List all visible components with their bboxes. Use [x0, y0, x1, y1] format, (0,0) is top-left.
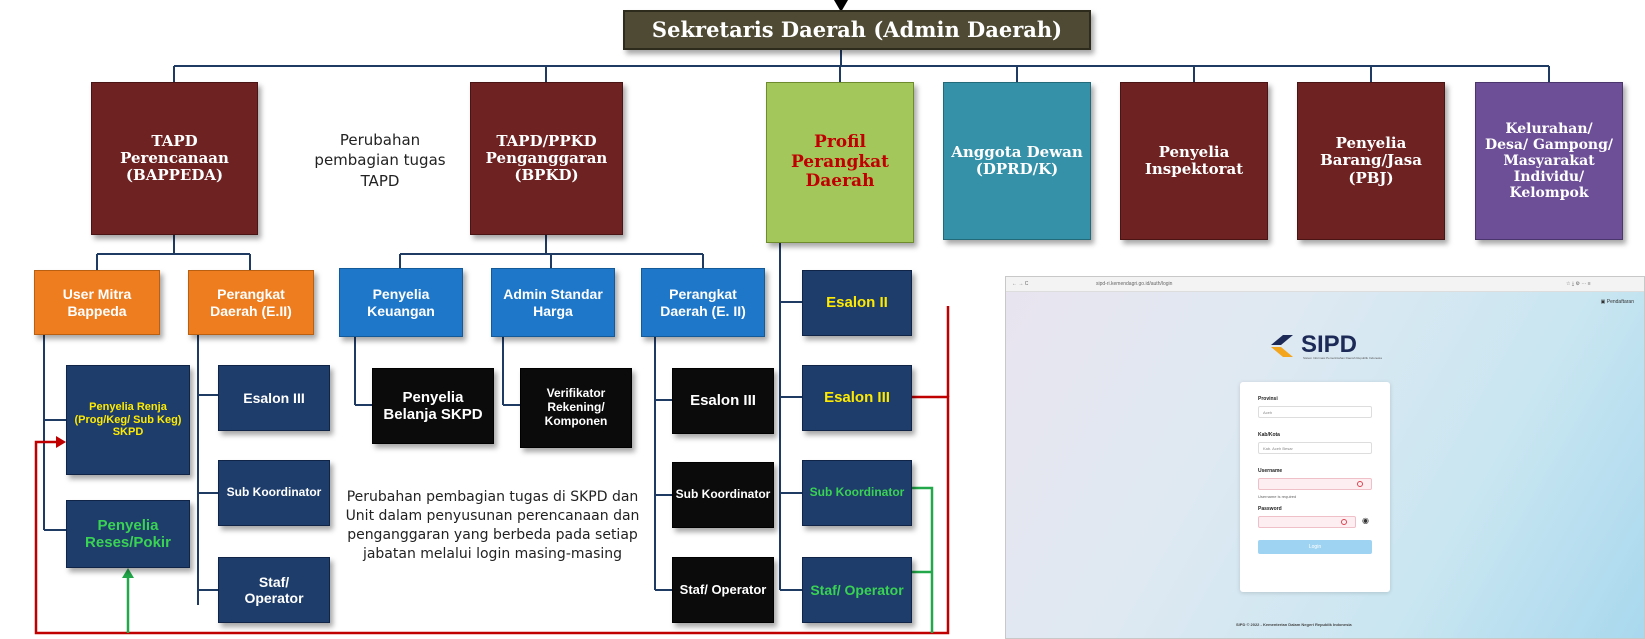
node-esalon-ii-profil: Esalon II [802, 270, 912, 336]
arrow-down-icon [834, 0, 848, 12]
node-anggota-dewan: Anggota Dewan (DPRD/K) [943, 82, 1091, 240]
arrow-up-icon [122, 568, 134, 578]
node-tapd-ppkd: TAPD/PPKD Penganggaran (BPKD) [470, 82, 623, 235]
register-link[interactable]: ▣ Pendaftaran [1600, 299, 1634, 305]
node-penyelia-belanja: Penyelia Belanja SKPD [372, 368, 494, 444]
node-profil-perangkat: Profil Perangkat Daerah [766, 82, 914, 243]
password-input[interactable] [1258, 516, 1356, 528]
logo-subtitle: Sistem Informasi Pemerintahan Daerah Rep… [1303, 356, 1382, 360]
node-penyelia-pbj: Penyelia Barang/Jasa (PBJ) [1297, 82, 1445, 240]
back-icon: ← → C [1012, 281, 1029, 287]
node-verifikator-rekening: Verifikator Rekening/ Komponen [520, 368, 632, 448]
node-penyelia-reses: Penyelia Reses/Pokir [66, 500, 190, 568]
node-admin-standar-harga: Admin Standar Harga [491, 268, 615, 337]
browser-url-bar: ← → C sipd-ri.kemendagri.go.id/auth/logi… [1006, 277, 1644, 292]
node-perangkat-daerah-eii: Perangkat Daerah (E.II) [188, 270, 314, 335]
node-staf-operator-profil: Staf/ Operator [802, 557, 912, 623]
login-button[interactable]: Login [1258, 540, 1372, 554]
error-icon [1341, 519, 1347, 525]
sipd-logo-icon [1271, 335, 1293, 357]
node-tapd-perencanaan: TAPD Perencanaan (BAPPEDA) [91, 82, 258, 235]
note-skpd: Perubahan pembagian tugas di SKPD dan Un… [345, 489, 640, 562]
username-label: Username [1258, 468, 1283, 474]
node-penyelia-keuangan: Penyelia Keuangan [339, 268, 463, 337]
url-text: sipd-ri.kemendagri.go.id/auth/login [1096, 281, 1173, 287]
node-sub-koordinator-profil: Sub Koordinator [802, 460, 912, 526]
sipd-logo: SIPD Sistem Informasi Pemerintahan Daera… [1267, 327, 1387, 367]
provinsi-label: Provinsi [1258, 396, 1278, 402]
username-input[interactable] [1258, 478, 1372, 490]
logo-text: SIPD [1301, 331, 1358, 358]
node-staf-operator-bpkd: Staf/ Operator [672, 557, 774, 623]
kabkota-label: Kab/Kota [1258, 432, 1280, 438]
login-card: Provinsi Aceh Kab/Kota Kab. Aceh Besar U… [1240, 382, 1390, 592]
node-esalon-iii-bappeda: Esalon III [218, 365, 330, 431]
username-error: Username is required [1258, 494, 1297, 499]
note-tapd: Perubahan pembagian tugas TAPD [314, 131, 446, 190]
user-plus-icon: ▣ [1600, 299, 1607, 305]
node-penyelia-inspektorat: Penyelia Inspektorat [1120, 82, 1268, 240]
node-sub-koordinator-bappeda: Sub Koordinator [218, 460, 330, 526]
password-label: Password [1258, 506, 1282, 512]
node-esalon-iii-profil: Esalon III [802, 365, 912, 431]
node-esalon-iii-bpkd: Esalon III [672, 368, 774, 434]
arrow-right-icon [56, 436, 66, 448]
node-kelurahan: Kelurahan/ Desa/ Gampong/ Masyarakat Ind… [1475, 82, 1623, 240]
node-perangkat-daerah-e-ii: Perangkat Daerah (E. II) [641, 268, 765, 337]
browser-toolbar-icons: ☆ ⤓ ⚙ ⋯ ≡ [1566, 281, 1591, 287]
node-sub-koordinator-bpkd: Sub Koordinator [672, 462, 774, 528]
node-staf-operator-bappeda: Staf/ Operator [218, 557, 330, 623]
footer-text: SIPD © 2022 - Kementerian Dalam Negeri R… [1236, 622, 1352, 627]
eye-icon[interactable]: ◉ [1362, 516, 1369, 525]
sipd-login-screenshot: ← → C sipd-ri.kemendagri.go.id/auth/logi… [1005, 276, 1645, 639]
node-penyelia-renja: Penyelia Renja (Prog/Keg/ Sub Keg) SKPD [66, 365, 190, 475]
provinsi-select[interactable]: Aceh [1258, 406, 1372, 418]
root-node: Sekretaris Daerah (Admin Daerah) [623, 10, 1091, 50]
kabkota-select[interactable]: Kab. Aceh Besar [1258, 442, 1372, 454]
error-icon [1357, 481, 1363, 487]
node-user-mitra-bappeda: User Mitra Bappeda [34, 270, 160, 335]
